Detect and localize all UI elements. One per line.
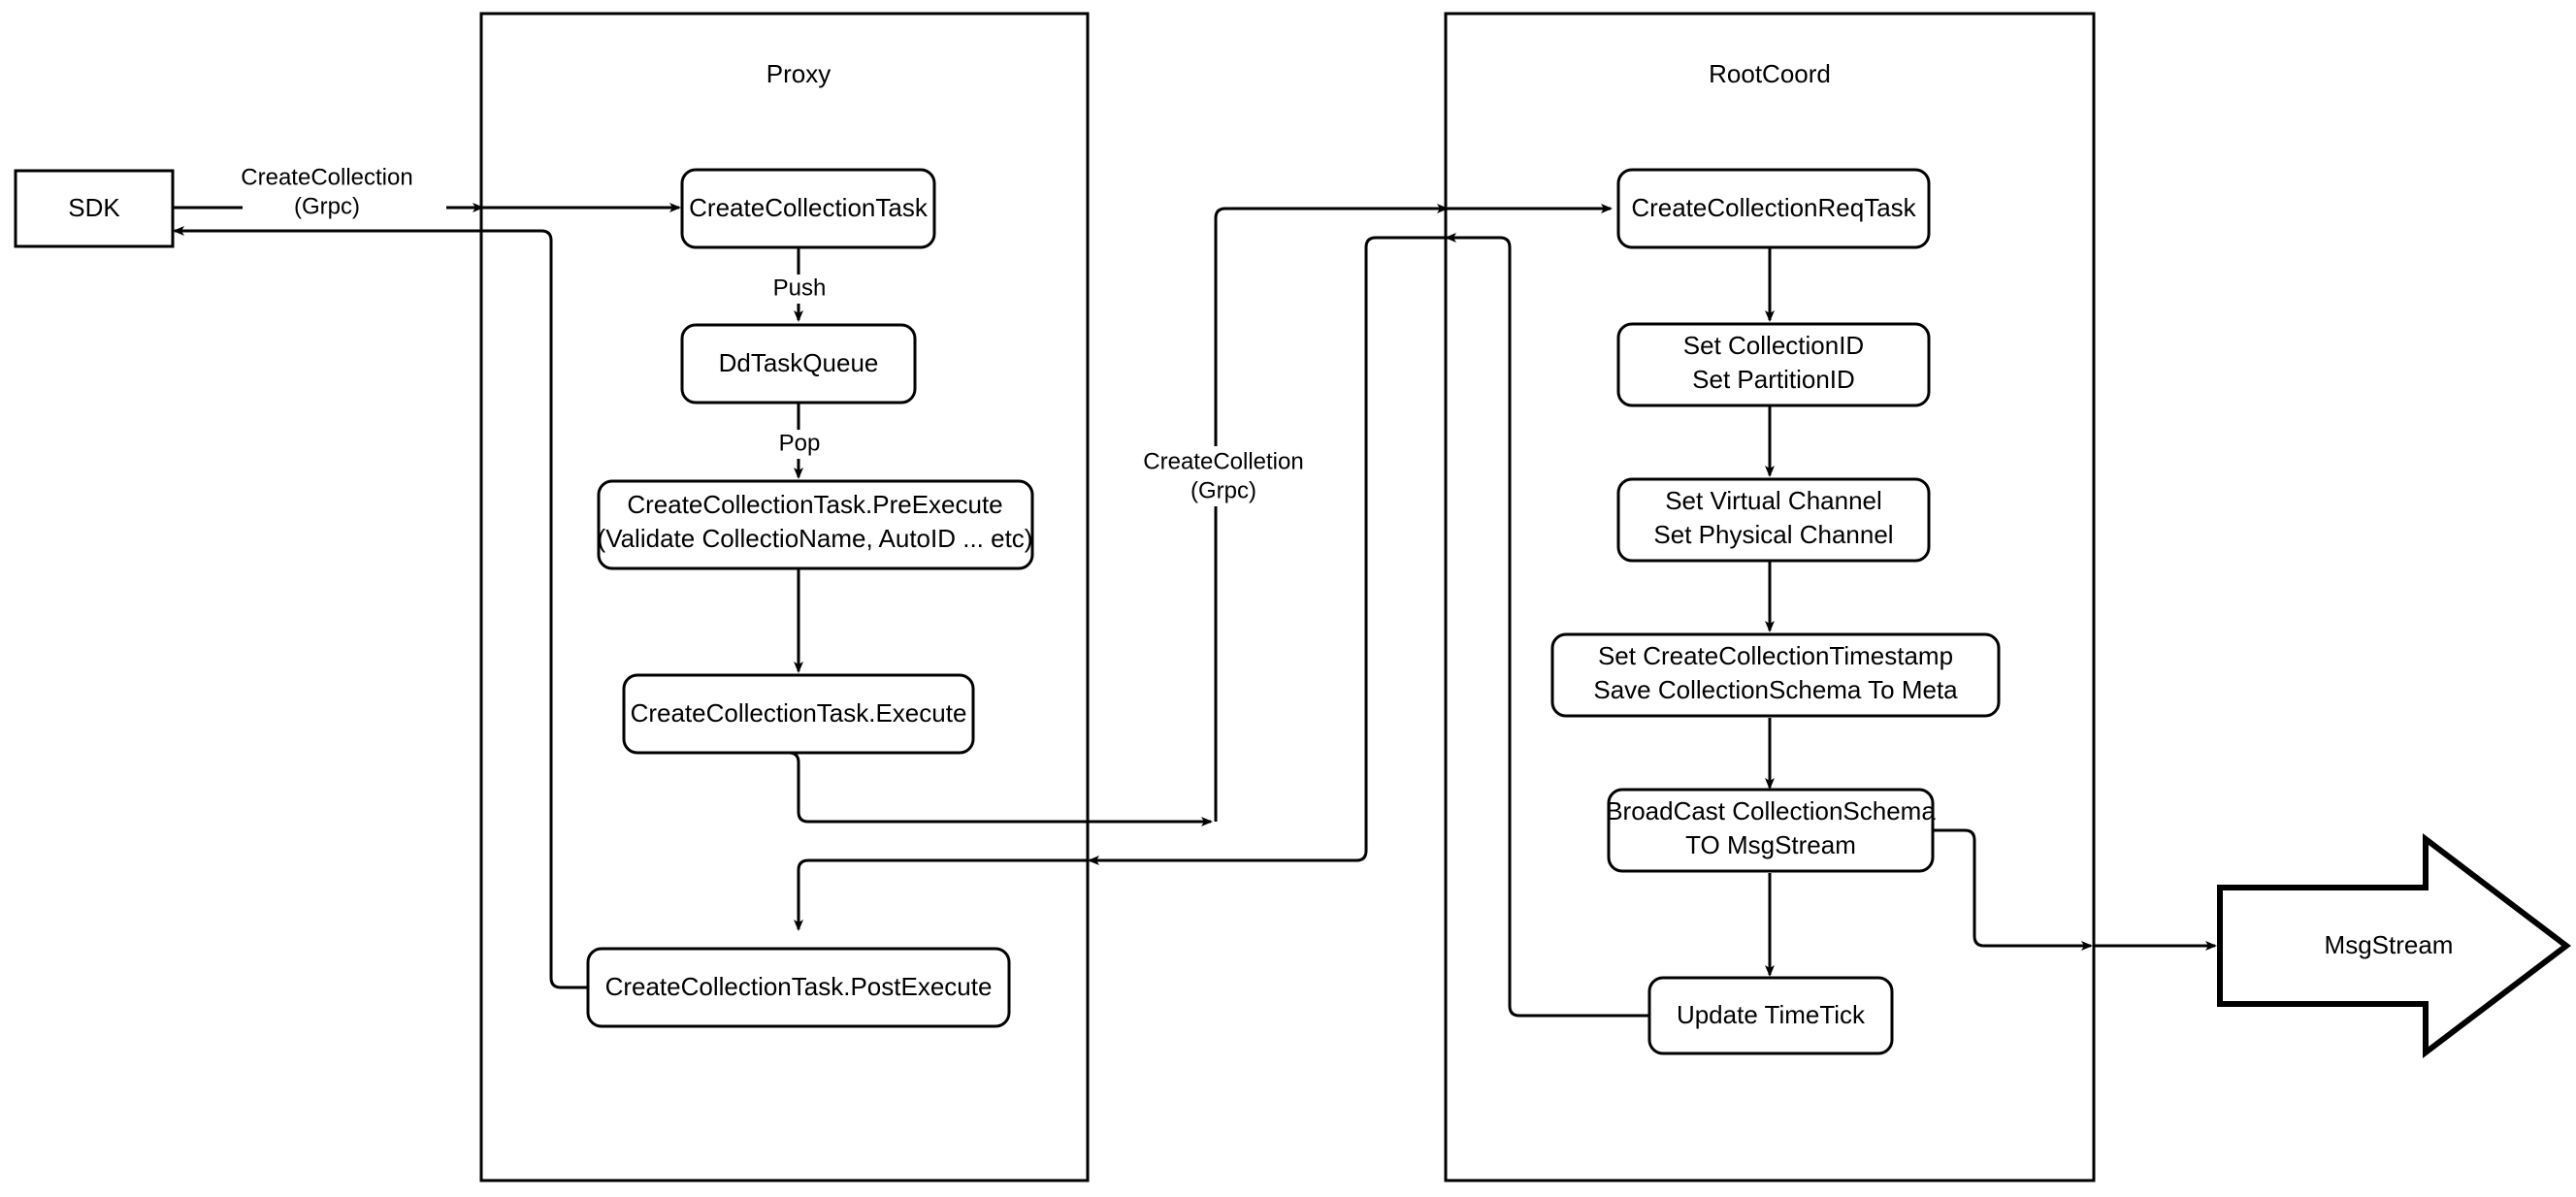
edge-broadcast-to-msgstream-path (1932, 828, 2045, 948)
sdk-grpc-label-line1: CreateCollection (241, 164, 412, 190)
execute-rect (622, 673, 975, 755)
label-bg-grpc2 (1143, 446, 1342, 506)
save-meta-label-line1: Set CreateCollectionTimestamp (1598, 641, 1953, 670)
save-meta-label-line2: Save CollectionSchema To Meta (1593, 675, 1958, 704)
pre-execute-label-line1: CreateCollectionTask.PreExecute (627, 490, 1002, 519)
proxy-container-title: Proxy (766, 59, 831, 88)
set-channels-label-line2: Set Physical Channel (1653, 520, 1893, 549)
msgstream-label: MsgStream (2325, 930, 2454, 959)
label-bg-sdk-grpc (243, 163, 446, 221)
node-create-collection-req-task[interactable]: CreateCollectionReqTask (1616, 168, 1931, 249)
update-timetick-label: Update TimeTick (1677, 1000, 1866, 1029)
push-label: Push (773, 275, 827, 301)
node-update-timetick[interactable]: Update TimeTick (1647, 976, 1894, 1055)
pop-label: Pop (779, 430, 821, 456)
set-ids-rect (1616, 322, 1931, 407)
broadcast-label-line1: BroadCast CollectionSchema (1606, 796, 1936, 825)
create-collection-task-label: CreateCollectionTask (689, 193, 929, 222)
broadcast-rect (1607, 788, 1935, 873)
node-create-collection-task[interactable]: CreateCollectionTask (680, 168, 936, 249)
create-collection-task-rect (680, 168, 936, 249)
set-ids-label-line2: Set PartitionID (1692, 365, 1855, 394)
label-bg-push (766, 275, 832, 304)
node-sdk[interactable]: SDK (14, 169, 175, 248)
create-collection-req-task-rect (1616, 168, 1931, 249)
node-set-ids[interactable]: Set CollectionID Set PartitionID (1616, 322, 1931, 407)
dd-task-queue-rect (680, 323, 917, 404)
node-set-channels[interactable]: Set Virtual Channel Set Physical Channel (1616, 477, 1931, 563)
set-channels-rect (1616, 477, 1931, 563)
msgstream-arrow-shape (2217, 832, 2571, 1059)
sdk-label: SDK (68, 193, 120, 222)
broadcast-label-line2: TO MsgStream (1685, 830, 1856, 859)
node-msgstream[interactable]: MsgStream (2217, 832, 2571, 1059)
edge-label-proxy-to-rootcoord: CreateColletion (Grpc) (1143, 446, 1342, 506)
pre-execute-label-line2: (Validate CollectioName, AutoID ... etc) (598, 524, 1033, 553)
dd-task-queue-label: DdTaskQueue (719, 348, 879, 377)
pre-execute-rect (597, 479, 1034, 570)
edge-post-execute-to-proxy-boundary (482, 229, 588, 989)
edge-label-push: Push (766, 275, 832, 304)
node-execute[interactable]: CreateCollectionTask.Execute (622, 673, 975, 755)
rootcoord-grpc-label-line2: (Grpc) (1190, 477, 1256, 503)
node-pre-execute[interactable]: CreateCollectionTask.PreExecute (Validat… (597, 479, 1034, 570)
update-timetick-rect (1647, 976, 1894, 1055)
edge-response-to-post-execute (794, 858, 1088, 931)
node-save-meta[interactable]: Set CreateCollectionTimestamp Save Colle… (1550, 632, 2001, 718)
node-post-execute[interactable]: CreateCollectionTask.PostExecute (586, 947, 1011, 1028)
edge-label-pop: Pop (770, 430, 829, 459)
sdk-rect (14, 169, 175, 248)
node-dd-task-queue[interactable]: DdTaskQueue (680, 323, 917, 404)
edge-label-sdk-to-proxy: CreateCollection (Grpc) (241, 163, 446, 221)
save-meta-rect (1550, 632, 2001, 718)
edge-grpc-response-descender (1098, 236, 1447, 862)
label-bg-pop (770, 430, 829, 459)
edge-timetick-return-riser (1455, 236, 1649, 1018)
post-execute-rect (586, 947, 1011, 1028)
create-collection-req-task-label: CreateCollectionReqTask (1631, 193, 1916, 222)
rootcoord-container-title: RootCoord (1709, 59, 1831, 88)
sdk-grpc-label-line2: (Grpc) (294, 193, 360, 219)
execute-label: CreateCollectionTask.Execute (631, 698, 967, 728)
rootcoord-grpc-label-line1: CreateColletion (1143, 448, 1303, 474)
set-ids-label-line1: Set CollectionID (1683, 331, 1864, 360)
edge-grpc-request-riser (1214, 207, 1436, 822)
node-broadcast[interactable]: BroadCast CollectionSchema TO MsgStream (1606, 788, 1936, 873)
set-channels-label-line1: Set Virtual Channel (1665, 486, 1882, 515)
post-execute-label: CreateCollectionTask.PostExecute (605, 972, 993, 1001)
